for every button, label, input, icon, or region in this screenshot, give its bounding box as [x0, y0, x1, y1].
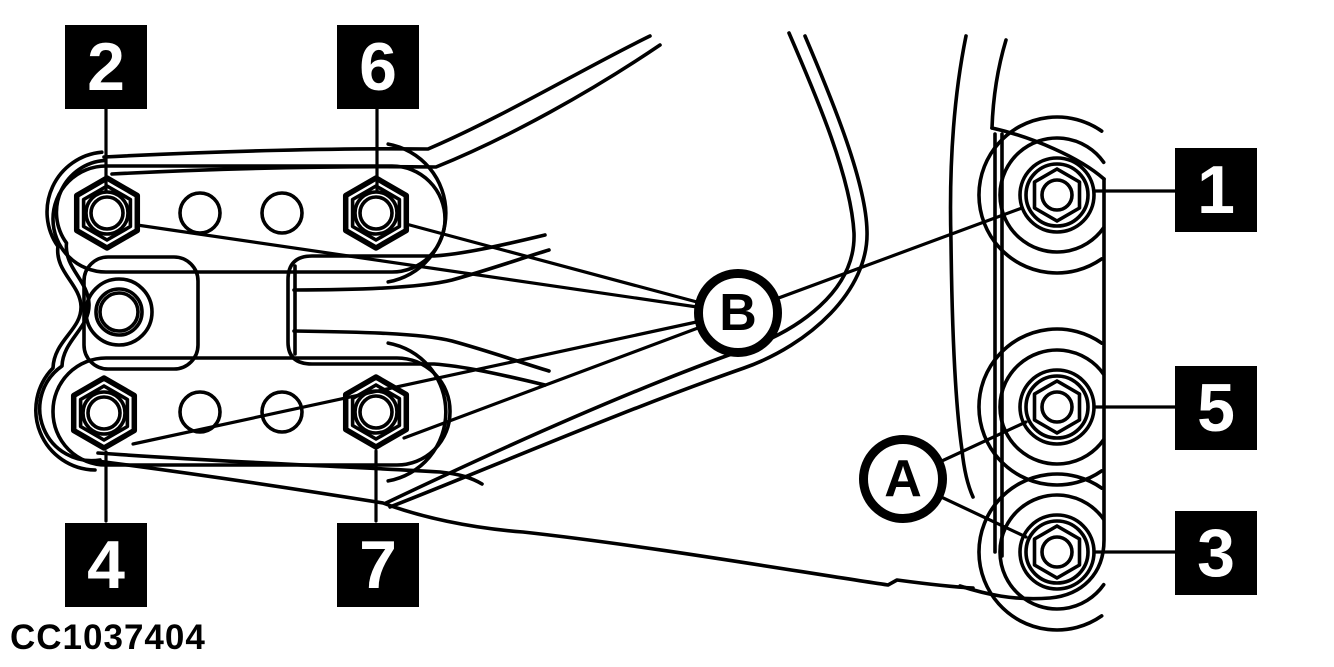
arm-s-curve-inner	[388, 34, 869, 509]
callout-circle-a: A	[859, 435, 947, 523]
hole-bottom-right	[260, 390, 304, 434]
frame-plate-top-edge	[990, 126, 1106, 181]
callout-box-6: 6	[337, 25, 419, 109]
bottom-row-stadium	[51, 356, 452, 467]
bolt-4	[70, 375, 138, 451]
leader-b-to-bolt-7	[402, 311, 740, 440]
fork-inner-bottom	[292, 329, 551, 373]
bolt-2	[73, 175, 141, 251]
callout-box-3: 3	[1175, 511, 1257, 595]
callout-box-5: 5	[1175, 366, 1257, 450]
frame-plate-right-edge	[958, 177, 1106, 601]
callout-circle-b: B	[694, 269, 782, 357]
callout-box-1: 1	[1175, 148, 1257, 232]
callout-box-4: 4	[65, 523, 147, 607]
lower-arm-bottom-line	[95, 459, 975, 590]
hole-top-right	[260, 191, 304, 235]
hole-bottom-left	[178, 390, 222, 434]
callout-box-2: 2	[65, 25, 147, 109]
plate-left-edge-outer	[34, 150, 104, 472]
callout-box-7: 7	[337, 523, 419, 607]
center-pocket	[82, 255, 200, 371]
leader-b-to-bolt-6	[404, 222, 740, 315]
bottom-row-stadium-outer-arc	[386, 341, 448, 483]
center-pivot-bolt	[84, 277, 154, 347]
bolt-1	[977, 115, 1106, 275]
frame-left-curve-outer	[948, 34, 975, 499]
leader-b-to-bolt-2	[135, 223, 740, 315]
figure-caption: CC1037404	[10, 618, 206, 657]
bolt-3	[977, 472, 1106, 632]
hole-top-left	[178, 191, 222, 235]
leader-b-to-bolt-1	[736, 206, 1024, 315]
leader-b-to-bolt-4	[131, 311, 740, 446]
bolt-5	[977, 327, 1106, 487]
fork-outline	[286, 233, 547, 387]
loader-arm	[384, 31, 869, 509]
leader-lines	[104, 106, 1177, 554]
arm-s-curve-outer	[384, 31, 856, 505]
right-frame	[948, 34, 1106, 632]
plate-top-edge-outer	[102, 34, 652, 159]
fork-inner-top	[292, 248, 551, 292]
left-mount-plate	[34, 34, 975, 590]
top-row-stadium-outer-arc	[386, 142, 448, 284]
frame-left-curve-inner	[990, 38, 1008, 130]
